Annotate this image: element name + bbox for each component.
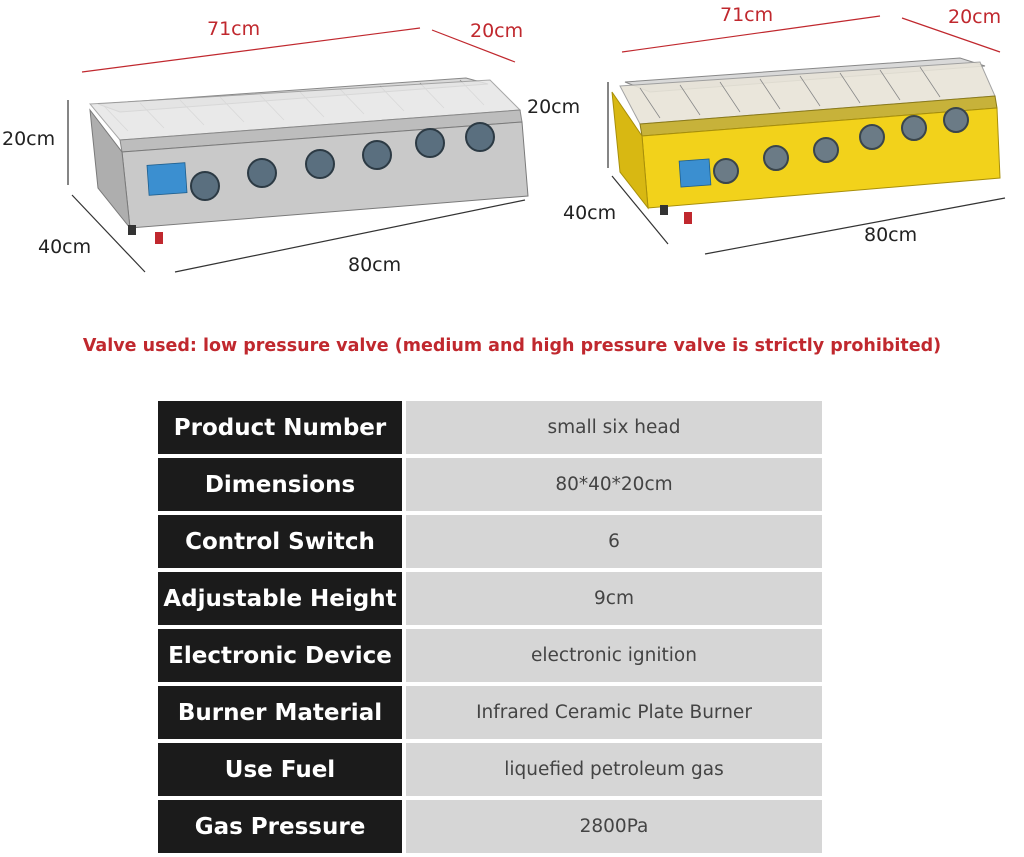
yellow-grill-image: [607, 15, 1006, 255]
spec-label: Control Switch: [158, 515, 406, 568]
spec-value: Infrared Ceramic Plate Burner: [406, 686, 822, 739]
spec-value: 2800Pa: [406, 800, 822, 853]
spec-row-adjustable-height: Adjustable Height 9cm: [158, 572, 822, 625]
spec-label: Use Fuel: [158, 743, 406, 796]
spec-label: Adjustable Height: [158, 572, 406, 625]
spec-row-dimensions: Dimensions 80*40*20cm: [158, 458, 822, 511]
spec-value: small six head: [406, 401, 822, 454]
left-height-label: 20cm: [2, 128, 56, 150]
right-length-label: 80cm: [864, 224, 918, 246]
spec-label: Gas Pressure: [158, 800, 406, 853]
spec-value: electronic ignition: [406, 629, 822, 682]
spec-row-product-number: Product Number small six head: [158, 401, 822, 454]
right-top-width-label: 71cm: [720, 4, 774, 26]
left-top-depth-label: 20cm: [470, 20, 524, 42]
grill-illustrations: [67, 15, 1006, 273]
stainless-grill-image: [67, 27, 529, 273]
left-length-label: 80cm: [348, 254, 402, 276]
left-top-width-label: 71cm: [207, 18, 261, 40]
spec-label: Dimensions: [158, 458, 406, 511]
right-depth-label: 40cm: [563, 202, 617, 224]
spec-table: Product Number small six head Dimensions…: [158, 401, 822, 857]
spec-value: 9cm: [406, 572, 822, 625]
left-depth-label: 40cm: [38, 236, 92, 258]
spec-value: liquefied petroleum gas: [406, 743, 822, 796]
right-top-depth-label: 20cm: [948, 6, 1002, 28]
spec-label: Product Number: [158, 401, 406, 454]
product-dimension-figure: 71cm 20cm 20cm 40cm 80cm 71cm 20cm 20cm …: [0, 0, 1024, 300]
right-height-label: 20cm: [527, 96, 581, 118]
valve-warning-note: Valve used: low pressure valve (medium a…: [82, 336, 942, 356]
spec-label: Burner Material: [158, 686, 406, 739]
spec-value: 6: [406, 515, 822, 568]
spec-row-control-switch: Control Switch 6: [158, 515, 822, 568]
spec-row-use-fuel: Use Fuel liquefied petroleum gas: [158, 743, 822, 796]
spec-label: Electronic Device: [158, 629, 406, 682]
spec-row-gas-pressure: Gas Pressure 2800Pa: [158, 800, 822, 853]
spec-row-electronic-device: Electronic Device electronic ignition: [158, 629, 822, 682]
spec-value: 80*40*20cm: [406, 458, 822, 511]
spec-row-burner-material: Burner Material Infrared Ceramic Plate B…: [158, 686, 822, 739]
